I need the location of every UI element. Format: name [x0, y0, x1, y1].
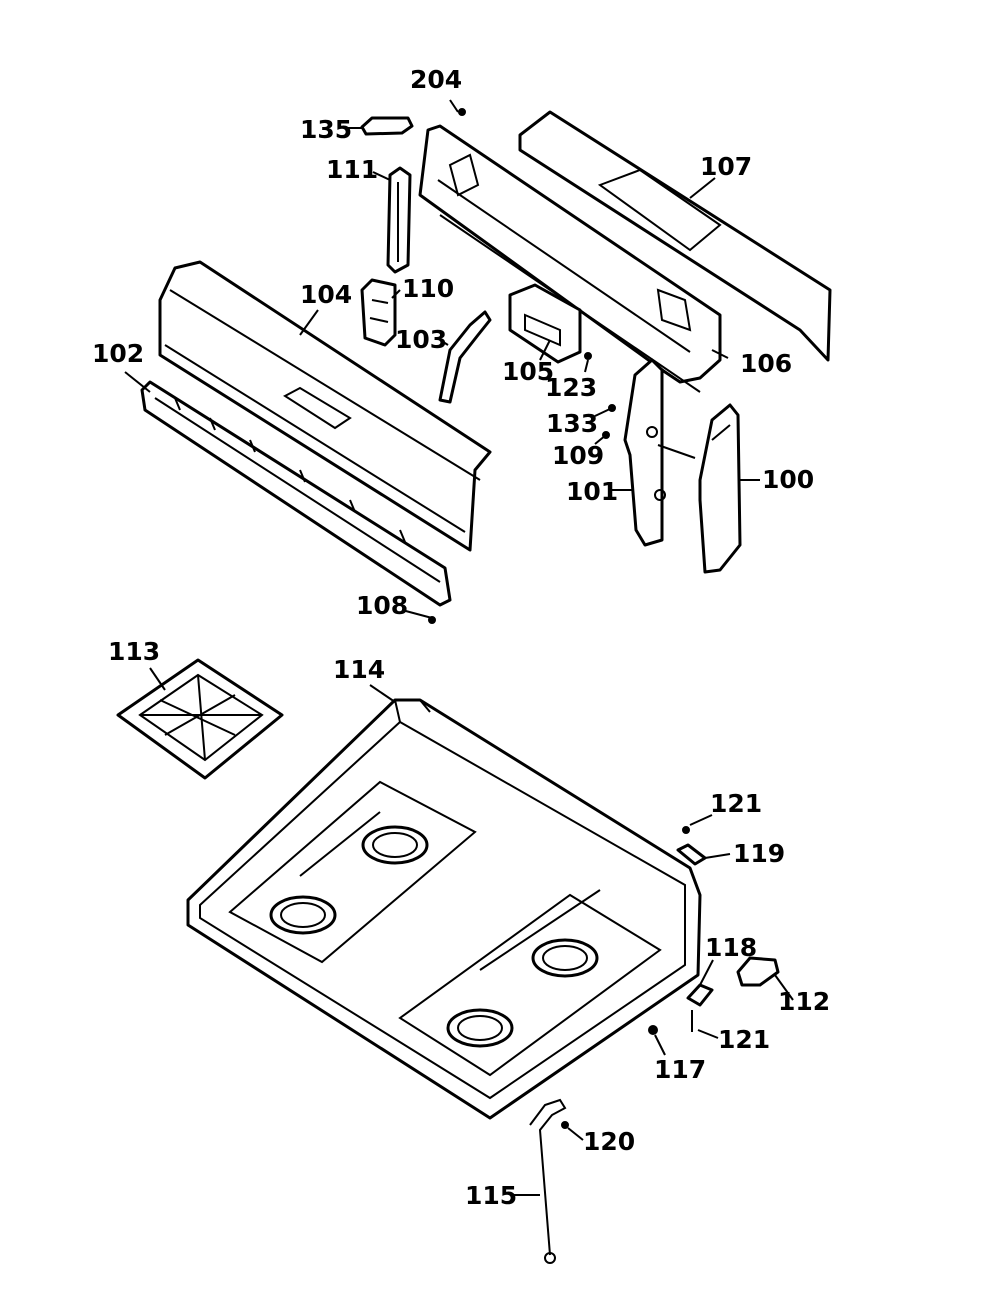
- label-111: 111: [326, 155, 378, 184]
- label-123: 123: [545, 373, 597, 402]
- label-119: 119: [733, 839, 785, 868]
- part-100-end-cap: [698, 403, 742, 574]
- part-114-cooktop: [186, 698, 702, 1120]
- label-117: 117: [654, 1055, 706, 1084]
- label-104: 104: [300, 280, 352, 309]
- label-120: 120: [583, 1127, 635, 1156]
- label-100: 100: [762, 465, 814, 494]
- leader-lines: [124, 99, 794, 1196]
- part-102-manifold: [140, 380, 452, 607]
- label-113: 113: [108, 637, 160, 666]
- part-112-knob: [736, 956, 780, 987]
- label-112: 112: [778, 987, 830, 1016]
- part-106-backguard: [418, 124, 722, 393]
- label-121-top: 121: [710, 789, 762, 818]
- part-105-timer: [508, 283, 582, 364]
- label-118: 118: [705, 933, 757, 962]
- part-117-fastener: [648, 1025, 658, 1035]
- label-108: 108: [356, 591, 408, 620]
- label-101: 101: [566, 477, 618, 506]
- part-135-clip: [360, 116, 414, 136]
- label-105: 105: [502, 357, 554, 386]
- part-119-clip: [676, 826, 707, 866]
- label-121-bottom: 121: [718, 1025, 770, 1054]
- part-115-rod: [529, 1098, 569, 1264]
- label-103: 103: [395, 325, 447, 354]
- label-133: 133: [546, 409, 598, 438]
- part-103-harness: [438, 310, 492, 404]
- label-102: 102: [92, 339, 144, 368]
- callout-labels: 204 135 111 107 104 110 102 103 105 123 …: [92, 65, 830, 1210]
- part-107-rear-cover: [518, 110, 832, 362]
- label-110: 110: [402, 274, 454, 303]
- label-109: 109: [552, 441, 604, 470]
- label-107: 107: [700, 152, 752, 181]
- label-106: 106: [740, 349, 792, 378]
- part-113-grate: [116, 658, 284, 780]
- part-104-control-panel: [158, 260, 492, 552]
- label-114: 114: [333, 655, 385, 684]
- label-204: 204: [410, 65, 462, 94]
- part-110-component: [360, 278, 397, 347]
- label-135: 135: [300, 115, 352, 144]
- part-111-bracket: [386, 166, 412, 274]
- label-115: 115: [465, 1181, 517, 1210]
- part-118-bracket: [686, 983, 714, 1032]
- part-101-bracket: [623, 358, 666, 547]
